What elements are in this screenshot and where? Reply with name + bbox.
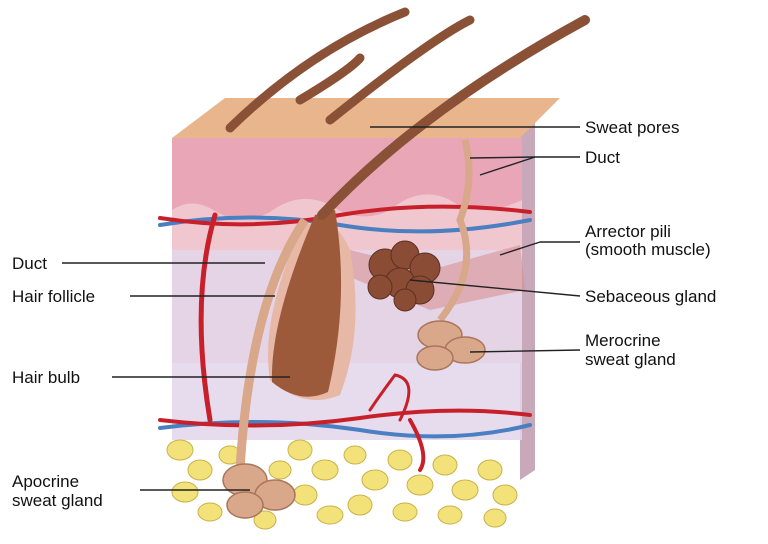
fat-tissue (167, 440, 517, 529)
label-apocrine: Apocrine (12, 472, 79, 491)
label-hair-bulb: Hair bulb (12, 368, 80, 387)
label-sweat-pores: Sweat pores (585, 118, 680, 137)
label-hair-follicle: Hair follicle (12, 287, 95, 306)
label-duct-left: Duct (12, 254, 47, 273)
label-arrector-pili: Arrector pili (585, 222, 671, 241)
label-sebaceous-gland: Sebaceous gland (585, 287, 716, 306)
label-apocrine-sub: sweat gland (12, 491, 103, 510)
label-merocrine-sub: sweat gland (585, 350, 676, 369)
label-arrector-pili-sub: (smooth muscle) (585, 240, 711, 259)
label-duct-right: Duct (585, 148, 620, 167)
label-merocrine: Merocrine (585, 331, 661, 350)
